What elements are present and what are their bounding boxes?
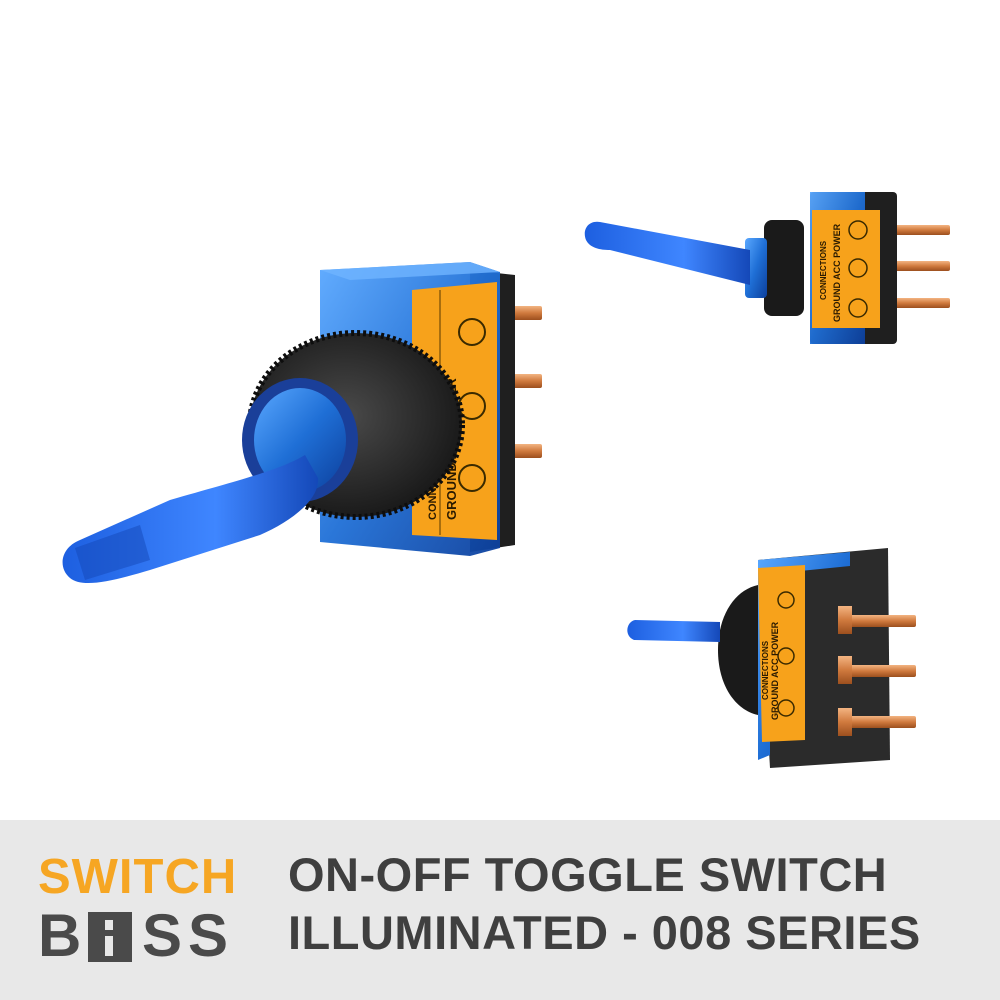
orange-label: [812, 210, 880, 328]
product-headline: ON-OFF TOGGLE SWITCH ILLUMINATED - 008 S…: [288, 846, 978, 962]
orange-label: [758, 565, 805, 742]
rear-connections-text: CONNECTIONS: [761, 640, 770, 700]
main-switch-view: GROUND ACC POWER CONNECTIONS: [62, 262, 542, 584]
terminal: [840, 615, 916, 627]
rear-switch-view: GROUND ACC POWER CONNECTIONS: [627, 548, 916, 768]
rear-label-text: GROUND ACC POWER: [770, 621, 780, 720]
side-switch-view: GROUND ACC POWER CONNECTIONS: [584, 192, 950, 344]
mounting-nut: [764, 220, 804, 316]
power-symbol-icon: [777, 591, 795, 609]
power-symbol-icon: [848, 220, 868, 240]
terminal: [895, 261, 950, 271]
ground-symbol-icon: [458, 464, 486, 492]
power-symbol-icon: [458, 318, 486, 346]
ground-symbol-icon: [848, 298, 868, 318]
logo-wordmark-top: SWITCH: [38, 850, 238, 904]
logo-switch-o-icon: [88, 912, 132, 962]
product-title-banner: [0, 820, 1000, 1000]
logo-wordmark-bottom: B S S: [38, 906, 248, 966]
toggle-paddle: [584, 221, 750, 285]
switch-boss-logo: SWITCH B S S: [38, 852, 248, 972]
product-photo-area: GROUND ACC POWER CONNECTIONS GROUND ACC …: [62, 192, 950, 768]
acc-symbol-icon: [777, 647, 795, 665]
side-connections-text: CONNECTIONS: [819, 240, 828, 300]
terminal: [895, 298, 950, 308]
logo-letter-s2: S: [188, 902, 229, 969]
terminal: [840, 665, 916, 677]
ground-symbol-icon: [777, 699, 795, 717]
side-label-text: GROUND ACC POWER: [832, 223, 842, 322]
toggle-paddle: [627, 620, 720, 642]
terminal: [895, 225, 950, 235]
terminal: [840, 716, 916, 728]
product-photos: GROUND ACC POWER CONNECTIONS GROUND ACC …: [62, 192, 950, 768]
acc-symbol-icon: [848, 258, 868, 278]
mounting-nut: [718, 585, 758, 715]
headline-line-1: ON-OFF TOGGLE SWITCH: [288, 848, 888, 901]
logo-letter-s1: S: [142, 902, 183, 969]
headline-line-2: ILLUMINATED - 008 SERIES: [288, 906, 921, 959]
logo-letter-b: B: [38, 902, 82, 969]
